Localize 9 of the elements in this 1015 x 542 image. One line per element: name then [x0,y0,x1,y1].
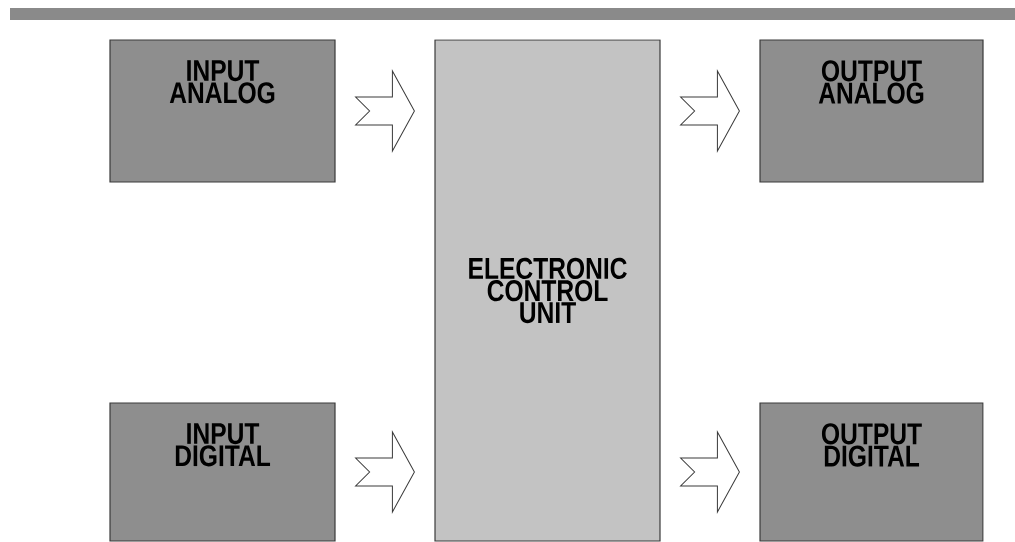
process-box: OUTPUT DIGITAL [759,402,984,542]
block-arrow [355,431,415,513]
block-arrow [680,70,740,152]
control-unit-box: ELECTRONIC CONTROL UNIT [434,39,661,542]
process-box: INPUT ANALOG [109,39,336,183]
process-box: OUTPUT ANALOG [759,39,984,183]
process-box: INPUT DIGITAL [109,402,336,542]
block-arrow [680,431,740,513]
block-arrow [355,70,415,152]
